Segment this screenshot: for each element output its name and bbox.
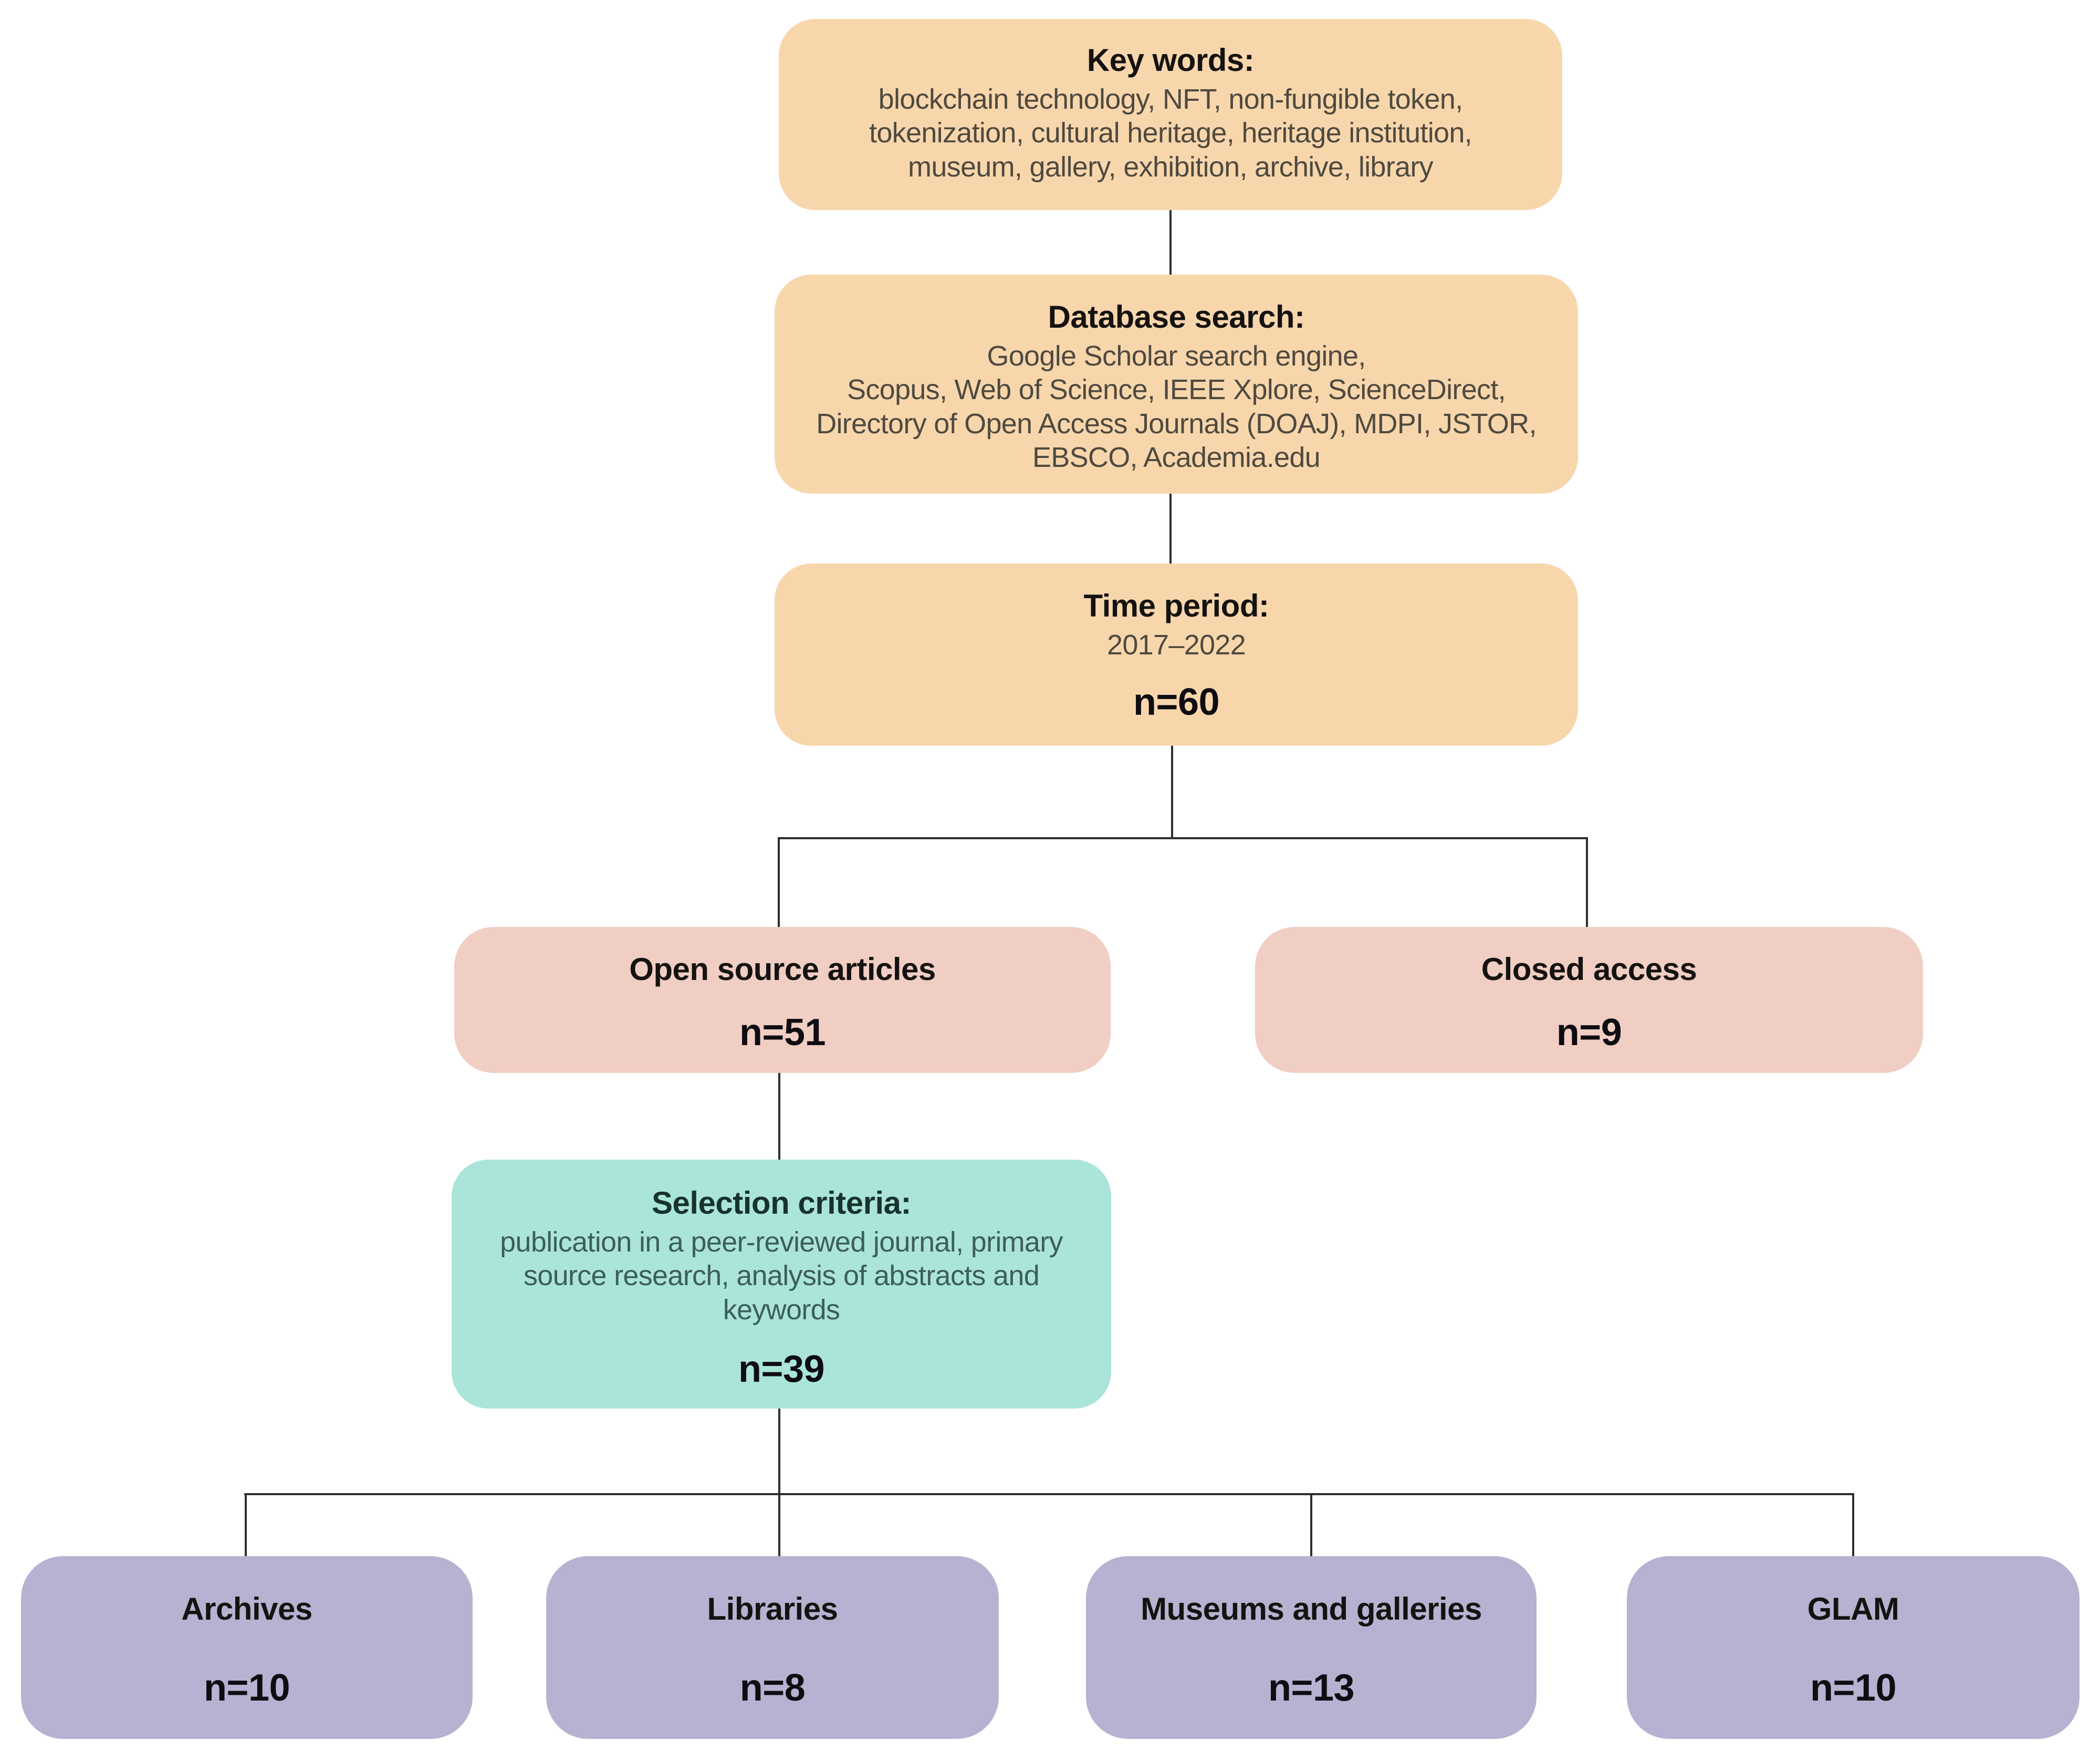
connector-split-horizontal-top <box>778 837 1588 839</box>
connector-split-to-museums <box>1310 1494 1312 1558</box>
connector-timeperiod-to-split <box>1171 745 1173 839</box>
connector-split-to-closedaccess <box>1586 838 1588 928</box>
connector-split-to-opensource <box>778 838 780 928</box>
time-period-count: n=60 <box>1133 681 1220 723</box>
keywords-box: Key words: blockchain technology, NFT, n… <box>779 19 1562 210</box>
selection-criteria-count: n=39 <box>738 1348 825 1390</box>
museums-galleries-count: n=13 <box>1268 1667 1355 1709</box>
connector-database-to-timeperiod <box>1169 493 1172 565</box>
closed-access-box: Closed access n=9 <box>1255 927 1923 1073</box>
connector-split-horizontal-bottom <box>244 1493 1854 1495</box>
open-source-count: n=51 <box>739 1012 826 1054</box>
glam-count: n=10 <box>1810 1667 1897 1709</box>
database-search-body: Google Scholar search engine, Scopus, We… <box>816 340 1537 473</box>
closed-access-count: n=9 <box>1556 1012 1622 1054</box>
connector-selection-to-split <box>778 1407 780 1494</box>
glam-heading: GLAM <box>1807 1591 1899 1627</box>
selection-criteria-heading: Selection criteria: <box>651 1185 912 1221</box>
glam-box: GLAM n=10 <box>1627 1556 2080 1739</box>
connector-keywords-to-database <box>1169 209 1172 276</box>
libraries-count: n=8 <box>739 1667 806 1709</box>
closed-access-heading: Closed access <box>1481 952 1697 987</box>
database-search-box: Database search: Google Scholar search e… <box>775 275 1578 494</box>
time-period-range: 2017–2022 <box>1107 629 1246 661</box>
museums-galleries-box: Museums and galleries n=13 <box>1086 1556 1537 1739</box>
keywords-body: blockchain technology, NFT, non-fungible… <box>869 84 1472 183</box>
connector-split-to-libraries <box>778 1494 780 1558</box>
database-search-heading: Database search: <box>1048 299 1305 335</box>
libraries-box: Libraries n=8 <box>546 1556 999 1739</box>
connector-split-to-glam <box>1852 1494 1854 1558</box>
open-source-articles-box: Open source articles n=51 <box>454 927 1111 1073</box>
connector-split-to-archives <box>245 1494 247 1558</box>
connector-opensource-to-selection <box>778 1072 780 1161</box>
selection-criteria-box: Selection criteria: publication in a pee… <box>452 1160 1111 1409</box>
archives-heading: Archives <box>181 1591 312 1627</box>
archives-count: n=10 <box>203 1667 290 1709</box>
selection-criteria-body: publication in a peer-reviewed journal, … <box>500 1226 1063 1326</box>
museums-galleries-heading: Museums and galleries <box>1141 1591 1482 1627</box>
time-period-heading: Time period: <box>1083 588 1269 623</box>
keywords-heading: Key words: <box>1086 43 1255 78</box>
open-source-heading: Open source articles <box>629 952 936 987</box>
libraries-heading: Libraries <box>707 1591 838 1627</box>
time-period-box: Time period: 2017–2022 n=60 <box>775 564 1578 746</box>
archives-box: Archives n=10 <box>21 1556 473 1739</box>
